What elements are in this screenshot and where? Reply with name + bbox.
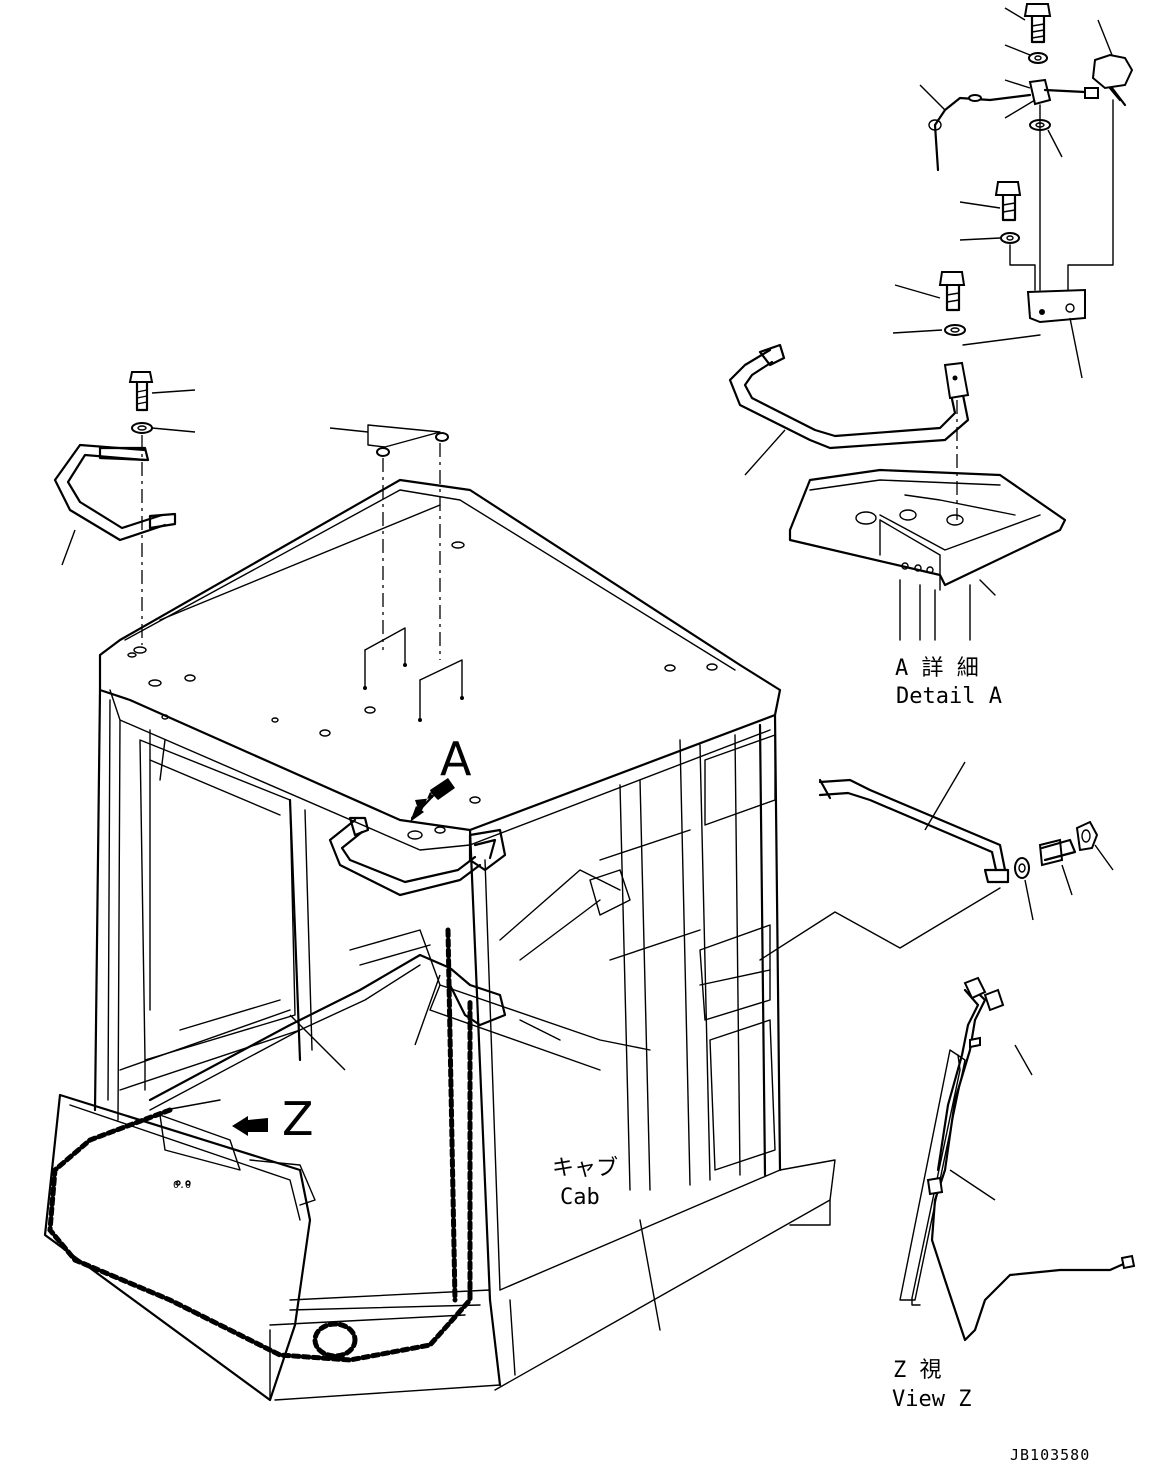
roof-bolt-holes xyxy=(127,541,718,840)
drawing-number: JB103580 xyxy=(1010,1446,1090,1464)
detail-a-label-en: Detail A xyxy=(896,684,1002,709)
cab-handrail-installed xyxy=(328,816,507,897)
svg-text:0.0: 0.0 xyxy=(173,1180,191,1191)
callout-z-label: Z xyxy=(282,1092,314,1146)
detail-a-label-jp: A 詳 細 xyxy=(895,656,979,681)
side-handrail xyxy=(759,761,1114,961)
callout-a-arrow xyxy=(410,778,455,822)
cab-harness xyxy=(47,927,507,1363)
view-z-label-en: View Z xyxy=(892,1387,971,1412)
callout-a-label: A xyxy=(440,732,472,786)
view-z-assembly xyxy=(899,976,1136,1342)
roof-caps xyxy=(329,424,464,722)
view-z-label-jp: Z 視 xyxy=(893,1358,942,1383)
cab-label-jp: キャブ xyxy=(552,1156,618,1181)
handrail-left xyxy=(53,371,196,645)
detail-a-assembly xyxy=(728,3,1134,641)
cab-label-en: Cab xyxy=(560,1185,600,1210)
callout-z-arrow xyxy=(232,1116,268,1136)
